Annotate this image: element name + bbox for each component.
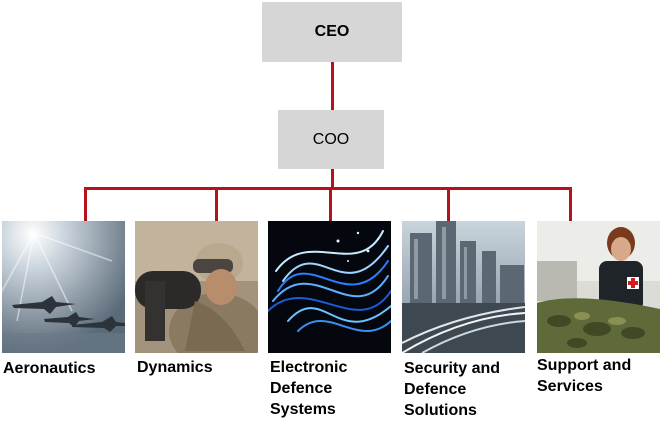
aeronautics-image [2, 221, 125, 353]
coo-label: COO [312, 130, 350, 148]
security-and-defence-solutions-image [402, 221, 525, 353]
division-label-aeronautics: Aeronautics [3, 360, 96, 377]
dynamics-image [135, 221, 258, 353]
coo-bus-connector [331, 169, 334, 189]
drop-electronic [329, 187, 332, 221]
division-label-support-and-services: Support and Services [537, 357, 632, 395]
ceo-coo-connector [331, 62, 334, 110]
drop-aeronautics [84, 187, 87, 221]
horizontal-bus [84, 187, 572, 190]
division-label-dynamics: Dynamics [137, 359, 213, 376]
division-label-electronic-defence-systems: Electronic Defence Systems [270, 359, 348, 418]
ceo-label: CEO [314, 23, 350, 40]
coo-box: COO [278, 110, 384, 169]
drop-support [569, 187, 572, 221]
drop-dynamics [215, 187, 218, 221]
drop-security [447, 187, 450, 221]
support-and-services-image [537, 221, 660, 353]
ceo-box: CEO [262, 2, 402, 62]
division-label-security-and-defence-solutions: Security and Defence Solutions [404, 360, 501, 419]
electronic-defence-systems-image [268, 221, 391, 353]
